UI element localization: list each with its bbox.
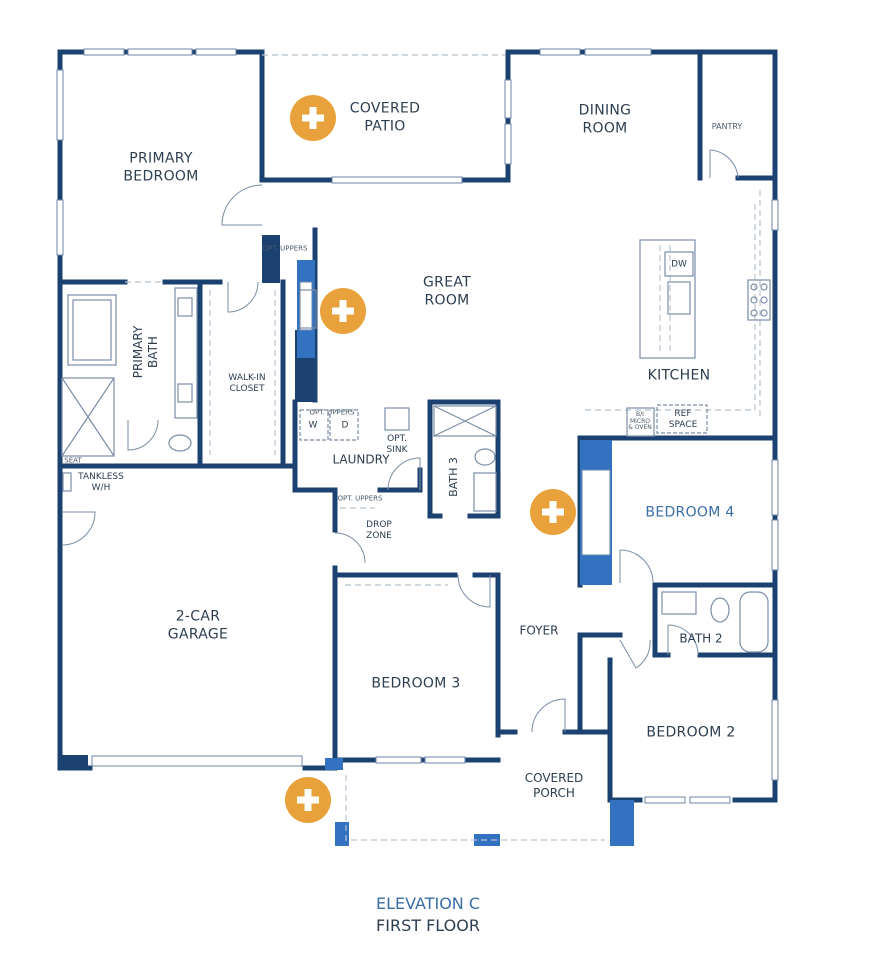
wall-hall-bed2	[577, 632, 623, 735]
tankless-heater	[62, 472, 72, 492]
tub-bath2	[739, 591, 769, 653]
door-swing-bedroom4	[619, 549, 654, 584]
door-swing-bed2	[619, 639, 651, 669]
ref-space-box	[656, 404, 708, 434]
room-label-bedroom-2: BEDROOM 2	[646, 724, 736, 741]
fireplace	[299, 289, 317, 329]
fixture-label-washer: W	[308, 420, 318, 431]
accent-wall-porch-right	[610, 800, 634, 846]
room-label-dining-room: DINING ROOM	[578, 102, 632, 137]
vanity-primary	[174, 287, 198, 419]
door-swing-bath2	[667, 624, 699, 656]
room-label-primary-bedroom: PRIMARY BEDROOM	[123, 150, 199, 185]
door-swing-primary	[221, 184, 263, 226]
room-label-bedroom-3: BEDROOM 3	[371, 675, 461, 692]
cooktop	[747, 279, 771, 321]
wall-bath3	[427, 399, 501, 519]
fixture-label-dishwasher: DW	[671, 259, 687, 270]
fixture-label-micro-oven: B/I MICRO & OVEN	[628, 411, 652, 432]
door-swing-foyer	[531, 698, 566, 733]
shower-bath3	[433, 405, 497, 437]
dishwasher	[664, 251, 694, 277]
shower-primary	[61, 377, 115, 457]
room-label-bath-3: BATH 3	[447, 457, 461, 497]
room-label-kitchen: KITCHEN	[647, 367, 711, 384]
fixture-label-opt-uppers: OPT. UPPERS	[262, 244, 308, 253]
wall-bedroom3	[332, 572, 501, 738]
bathtub-primary	[67, 294, 117, 366]
room-label-great-room: GREAT ROOM	[423, 274, 471, 309]
porch-outline	[345, 775, 605, 841]
wall-bath2	[652, 582, 778, 658]
room-label-bath-2: BATH 2	[679, 631, 723, 646]
vanity-bath3	[473, 472, 497, 512]
room-label-drop-zone: DROP ZONE	[366, 519, 392, 541]
fixture-label-opt-uppers: OPT. UPPERS	[337, 494, 383, 503]
door-swing-drop	[334, 532, 366, 564]
fixture-label-seat: SEAT	[64, 456, 82, 465]
plus-icon-bedroom-4-option[interactable]	[530, 489, 576, 535]
kitchen-sink	[667, 281, 691, 315]
door-swing-laundry	[387, 457, 421, 491]
bathtub-primary-inner	[72, 299, 112, 361]
door-swing-wc	[127, 419, 159, 451]
accent-wall-porch-corner	[325, 758, 343, 770]
fixture-label-tankless-wh: TANKLESS W/H	[78, 471, 124, 493]
counter-line	[585, 200, 756, 411]
plus-icon-covered-porch-option[interactable]	[285, 777, 331, 823]
kitchen-island	[639, 239, 696, 359]
room-label-walk-in-closet: WALK-IN CLOSET	[228, 372, 266, 394]
room-label-pantry: PANTRY	[711, 122, 743, 131]
accent-wall-porch-left	[335, 822, 349, 846]
door-swing-bedroom3	[457, 574, 491, 608]
washer-box	[299, 409, 329, 441]
fixture-label-opt-sink: OPT. SINK	[386, 433, 408, 455]
plus-icon-great-room-option[interactable]	[320, 288, 366, 334]
closet-shelf	[209, 290, 276, 455]
dryer-box	[329, 409, 359, 441]
room-label-foyer: FOYER	[519, 623, 559, 638]
column-block	[58, 755, 88, 770]
column-block	[262, 235, 280, 283]
room-label-covered-patio: COVERED PATIO	[349, 100, 421, 135]
opt-sink-box	[384, 407, 410, 431]
door-swing-garage	[61, 511, 96, 546]
room-label-covered-porch: COVERED PORCH	[524, 771, 584, 800]
plus-icon-covered-patio-option[interactable]	[290, 95, 336, 141]
elevation-label: ELEVATION C	[375, 894, 481, 913]
toilet-primary	[168, 434, 192, 452]
fixture-label-ref-space: REF SPACE	[668, 408, 698, 430]
room-label-2-car-garage: 2-CAR GARAGE	[167, 608, 229, 643]
micro-oven-box	[626, 407, 655, 437]
door-swing-pantry	[709, 149, 739, 179]
room-label-primary-bath: PRIMARY BATH	[131, 325, 160, 379]
fixture-label-dryer: D	[341, 420, 349, 431]
island-line	[659, 245, 671, 355]
room-label-laundry: LAUNDRY	[332, 452, 390, 467]
vanity-bath2	[661, 591, 697, 615]
room-label-bedroom-4: BEDROOM 4	[645, 504, 735, 521]
door-swing-walkin	[227, 281, 259, 313]
toilet-bath2	[710, 597, 730, 623]
toilet-bath3	[474, 448, 496, 466]
fixture-label-opt-uppers: OPT. UPPERS	[309, 408, 355, 417]
floor-label: FIRST FLOOR	[376, 916, 480, 935]
